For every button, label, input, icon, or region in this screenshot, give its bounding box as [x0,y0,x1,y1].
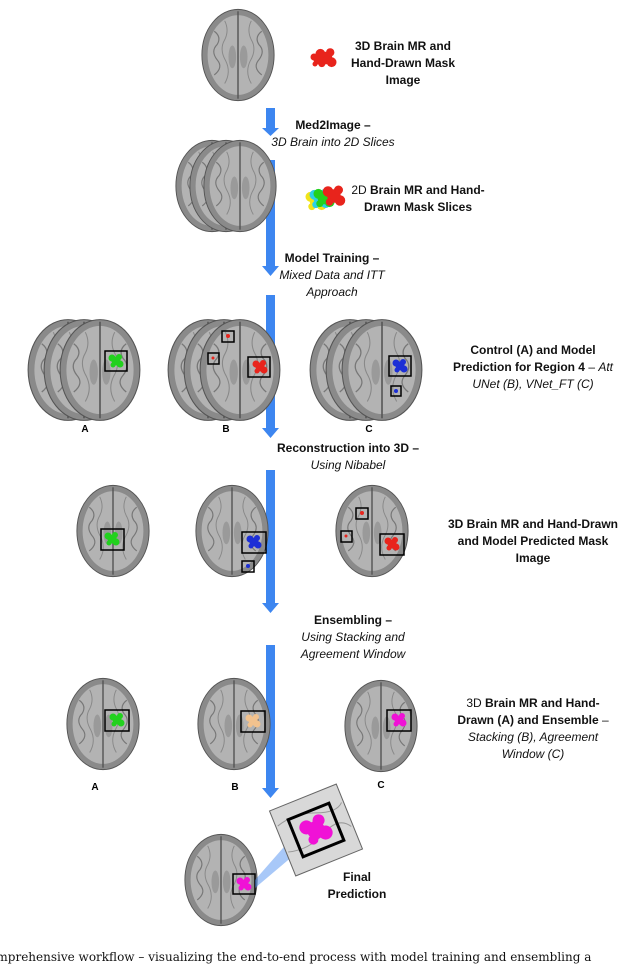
step-med2image: Med2Image – 3D Brain into 2D Slices [268,117,398,151]
letter-a-row1: A [81,424,89,435]
letter-c-row1: C [365,424,373,435]
letter-a-row3: A [91,782,99,793]
stage1-label: 3D Brain MR and Hand-Drawn Mask Image [348,38,458,89]
stage5-label-italic: Stacking (B), Agreement Window (C) [467,730,599,761]
stage6-label: Final Prediction [322,869,392,903]
step-model-training: Model Training – Mixed Data and ITT Appr… [272,250,392,301]
stage1-label-bold: 3D Brain MR and Hand-Drawn Mask Image [350,39,456,87]
stage4-label: 3D Brain MR and Hand-Drawn and Model Pre… [448,516,618,567]
step-ensembling: Ensembling – Using Stacking and Agreemen… [288,612,418,663]
stage2-label-bold: Brain MR and Hand-Drawn Mask Slices [363,183,485,214]
stage6-label-bold: Final Prediction [327,870,387,901]
slices-control-a [27,318,141,422]
step-reconstruction-subtitle: Using Nibabel [310,458,386,472]
step-ensembling-title: Ensembling – [313,613,393,627]
step-ensembling-subtitle: Using Stacking and Agreement Window [300,630,406,661]
step-med2image-subtitle: 3D Brain into 2D Slices [271,135,395,149]
letter-b-row1: B [222,424,230,435]
recon-control-a [76,484,150,578]
brain-3d-input [201,8,275,102]
stage5-label-bold: Brain MR and Hand-Drawn (A) and Ensemble [457,696,600,727]
stage3-label: Control (A) and Model Prediction for Reg… [448,342,618,393]
step-med2image-title: Med2Image – [295,118,371,132]
recon-att-unet-b [195,484,269,578]
stage5-label-dash: – [598,713,609,727]
ensemble-agreement-window-c [344,679,418,773]
flow-arrow-5 [262,645,279,798]
flow-arrow-1 [262,108,279,136]
flow-arrow-2 [262,160,279,276]
final-prediction-zoom [268,783,364,877]
stage3-label-bold: Control (A) and Model Prediction for Reg… [452,343,596,374]
recon-vnet-ft-c [335,484,409,578]
step-reconstruction: Reconstruction into 3D – Using Nibabel [268,440,428,474]
slices-vnet-ft-c [309,318,423,422]
figure-caption: Comprehensive workflow – visualizing the… [0,950,592,964]
brain-2d-slices [175,139,277,233]
hand-drawn-mask-3d [310,48,337,68]
ensemble-stacking-b [197,677,271,771]
stage2-label-prefix: 2D [351,183,370,197]
stage4-label-bold: 3D Brain MR and Hand-Drawn and Model Pre… [448,517,619,565]
step-reconstruction-title: Reconstruction into 3D – [276,441,419,455]
final-prediction-brain [184,833,258,927]
mask-2d-slices [305,185,346,211]
flow-arrow-4 [262,470,279,613]
letter-c-row3: C [377,780,385,791]
letter-b-row3: B [231,782,239,793]
slices-att-unet-b [167,318,281,422]
stage3-label-dash: – [584,360,595,374]
step-model-training-subtitle: Mixed Data and ITT Approach [279,268,385,299]
stage5-label: 3D Brain MR and Hand-Drawn (A) and Ensem… [448,695,618,763]
stage5-label-prefix: 3D [466,696,485,710]
stage3-label-italic: Att UNet (B), VNet_FT (C) [472,360,614,391]
step-model-training-title: Model Training – [284,251,380,265]
ensemble-control-a [66,677,140,771]
stage2-label: 2D Brain MR and Hand-Drawn Mask Slices [348,182,488,216]
